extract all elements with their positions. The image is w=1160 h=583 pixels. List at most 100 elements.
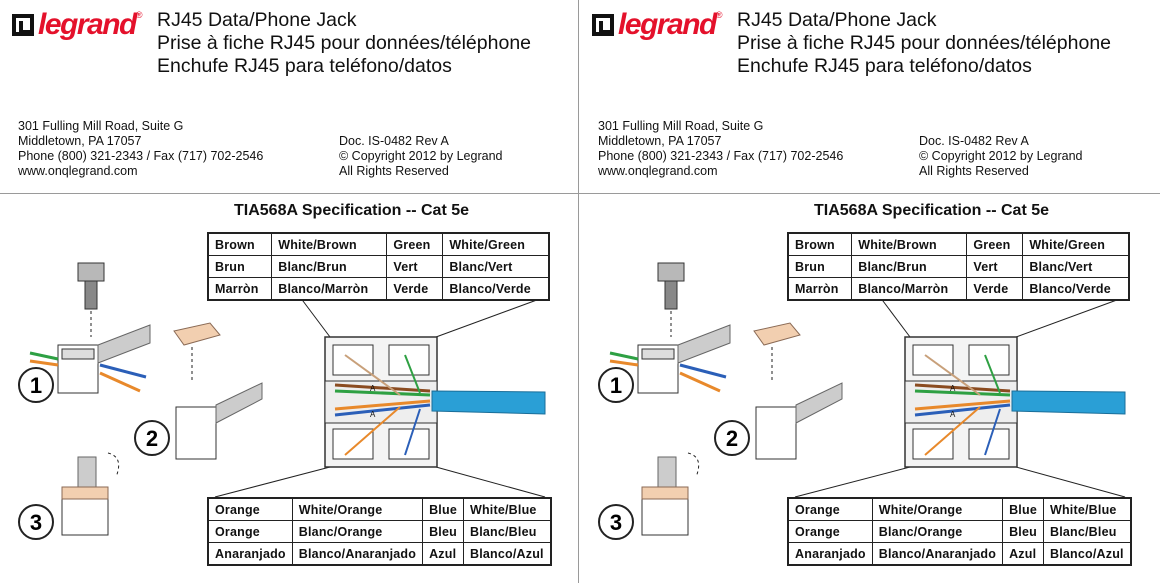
table-cell: Blanc/Vert xyxy=(442,255,550,278)
step-1-number: 1 xyxy=(610,373,622,398)
step-1-number: 1 xyxy=(30,373,42,398)
title-spanish: Enchufe RJ45 para teléfono/datos xyxy=(157,55,452,77)
table-row: Brown White/Brown Green White/Green xyxy=(207,232,550,256)
table-cell: Azul xyxy=(422,542,464,566)
address-line: Middletown, PA 17057 xyxy=(598,134,722,148)
table-cell: White/Brown xyxy=(271,232,388,256)
logo-wordmark: legrand xyxy=(618,8,717,41)
wiring-illustration: A A 1 2 3 xyxy=(18,262,546,540)
title-french: Prise à fiche RJ45 pour données/téléphon… xyxy=(157,32,532,54)
copyright: © Copyright 2012 by Legrand xyxy=(339,149,503,163)
address-line: Middletown, PA 17057 xyxy=(18,134,142,148)
table-cell: White/Blue xyxy=(1042,497,1132,521)
table-cell: White/Green xyxy=(442,232,550,256)
table-cell: Blanc/Bleu xyxy=(462,520,552,543)
step-2-marker xyxy=(134,420,170,456)
document-info: Doc. IS-0482 Rev A © Copyright 2012 by L… xyxy=(339,134,502,179)
table-cell: Orange xyxy=(207,520,293,543)
company-address: 301 Fulling Mill Road, Suite G Middletow… xyxy=(598,119,843,179)
wire-color-table-bottom: Orange White/Orange Blue White/Blue Oran… xyxy=(207,497,552,566)
address-line: 301 Fulling Mill Road, Suite G xyxy=(18,119,184,133)
vertical-divider xyxy=(578,0,579,583)
instruction-panel-left: legrand ® RJ45 Data/Phone Jack Prise à f… xyxy=(0,0,579,583)
table-cell: Blanco/Azul xyxy=(462,542,552,566)
table-cell: Blanco/Azul xyxy=(1042,542,1132,566)
step-2-number: 2 xyxy=(726,426,738,451)
table-cell: Blanc/Bleu xyxy=(1042,520,1132,543)
step-2-number: 2 xyxy=(146,426,158,451)
legrand-logo-icon xyxy=(592,14,614,36)
logo-wordmark: legrand xyxy=(38,8,137,41)
table-row: Orange White/Orange Blue White/Blue xyxy=(787,497,1132,521)
jack-label-a: A xyxy=(950,410,956,419)
table-cell: White/Orange xyxy=(291,497,424,521)
phone-fax: Phone (800) 321-2343 / Fax (717) 702-254… xyxy=(18,149,264,163)
step-2-marker xyxy=(714,420,750,456)
table-row: Orange White/Orange Blue White/Blue xyxy=(207,497,552,521)
table-cell: White/Blue xyxy=(462,497,552,521)
table-row: Orange Blanc/Orange Bleu Blanc/Bleu xyxy=(787,520,1132,543)
table-cell: Orange xyxy=(207,497,293,521)
document-info: Doc. IS-0482 Rev A © Copyright 2012 by L… xyxy=(919,134,1082,179)
title-english: RJ45 Data/Phone Jack xyxy=(157,9,357,31)
title-spanish: Enchufe RJ45 para teléfono/datos xyxy=(737,55,1032,77)
table-cell: Brun xyxy=(787,255,853,278)
phone-fax: Phone (800) 321-2343 / Fax (717) 702-254… xyxy=(598,149,844,163)
instruction-panel-right: legrand ® RJ45 Data/Phone Jack Prise à f… xyxy=(580,0,1159,583)
step-1-marker xyxy=(18,367,54,403)
table-cell: Marròn xyxy=(787,277,853,301)
jack-label-a: A xyxy=(370,410,376,419)
legrand-logo-icon xyxy=(12,14,34,36)
legrand-logo: legrand ® xyxy=(12,8,143,42)
rights-reserved: All Rights Reserved xyxy=(919,164,1029,178)
step-1-marker xyxy=(598,367,634,403)
registered-mark: ® xyxy=(135,10,143,20)
table-row: Anaranjado Blanco/Anaranjado Azul Blanco… xyxy=(787,542,1132,566)
table-cell: Blanco/Marròn xyxy=(851,277,968,301)
table-cell: Marròn xyxy=(207,277,273,301)
title-french: Prise à fiche RJ45 pour données/téléphon… xyxy=(737,32,1112,54)
product-titles: RJ45 Data/Phone Jack Prise à fiche RJ45 … xyxy=(157,9,531,78)
table-cell: Orange xyxy=(787,497,873,521)
table-cell: Azul xyxy=(1002,542,1044,566)
legrand-logo: legrand ® xyxy=(592,8,723,42)
table-cell: Blanco/Marròn xyxy=(271,277,388,301)
table-cell: White/Brown xyxy=(851,232,968,256)
table-row: Orange Blanc/Orange Bleu Blanc/Bleu xyxy=(207,520,552,543)
table-row: Brown White/Brown Green White/Green xyxy=(787,232,1130,256)
horizontal-divider xyxy=(0,193,1160,194)
table-cell: Blanc/Orange xyxy=(291,520,424,543)
table-cell: Brun xyxy=(207,255,273,278)
table-cell: Blanco/Anaranjado xyxy=(291,542,424,566)
wiring-illustration: A A 1 2 3 xyxy=(598,262,1126,540)
product-titles: RJ45 Data/Phone Jack Prise à fiche RJ45 … xyxy=(737,9,1111,78)
website: www.onqlegrand.com xyxy=(598,164,718,178)
table-row: Brun Blanc/Brun Vert Blanc/Vert xyxy=(207,255,550,278)
table-cell: Green xyxy=(386,232,444,256)
table-cell: Orange xyxy=(787,520,873,543)
wire-color-table-top: Brown White/Brown Green White/Green Brun… xyxy=(787,232,1130,301)
wire-color-table-top: Brown White/Brown Green White/Green Brun… xyxy=(207,232,550,301)
table-cell: Blanco/Verde xyxy=(442,277,550,301)
table-cell: Verde xyxy=(386,277,444,301)
jack-label-a: A xyxy=(370,384,376,393)
table-cell: Green xyxy=(966,232,1024,256)
table-cell: Blanco/Anaranjado xyxy=(871,542,1004,566)
table-cell: Vert xyxy=(386,255,444,278)
step-3-number: 3 xyxy=(30,510,42,535)
table-cell: Blue xyxy=(1002,497,1044,521)
address-line: 301 Fulling Mill Road, Suite G xyxy=(598,119,764,133)
spec-title: TIA568A Specification -- Cat 5e xyxy=(234,202,470,219)
table-cell: Anaranjado xyxy=(207,542,293,566)
spec-title: TIA568A Specification -- Cat 5e xyxy=(814,202,1050,219)
title-english: RJ45 Data/Phone Jack xyxy=(737,9,937,31)
table-cell: Brown xyxy=(787,232,853,256)
jack-label-a: A xyxy=(950,384,956,393)
doc-number: Doc. IS-0482 Rev A xyxy=(339,134,449,148)
table-cell: Verde xyxy=(966,277,1024,301)
table-row: Brun Blanc/Brun Vert Blanc/Vert xyxy=(787,255,1130,278)
step-3-marker xyxy=(18,504,54,540)
table-cell: Blanc/Brun xyxy=(271,255,388,278)
table-cell: Blanc/Orange xyxy=(871,520,1004,543)
table-cell: Bleu xyxy=(422,520,464,543)
